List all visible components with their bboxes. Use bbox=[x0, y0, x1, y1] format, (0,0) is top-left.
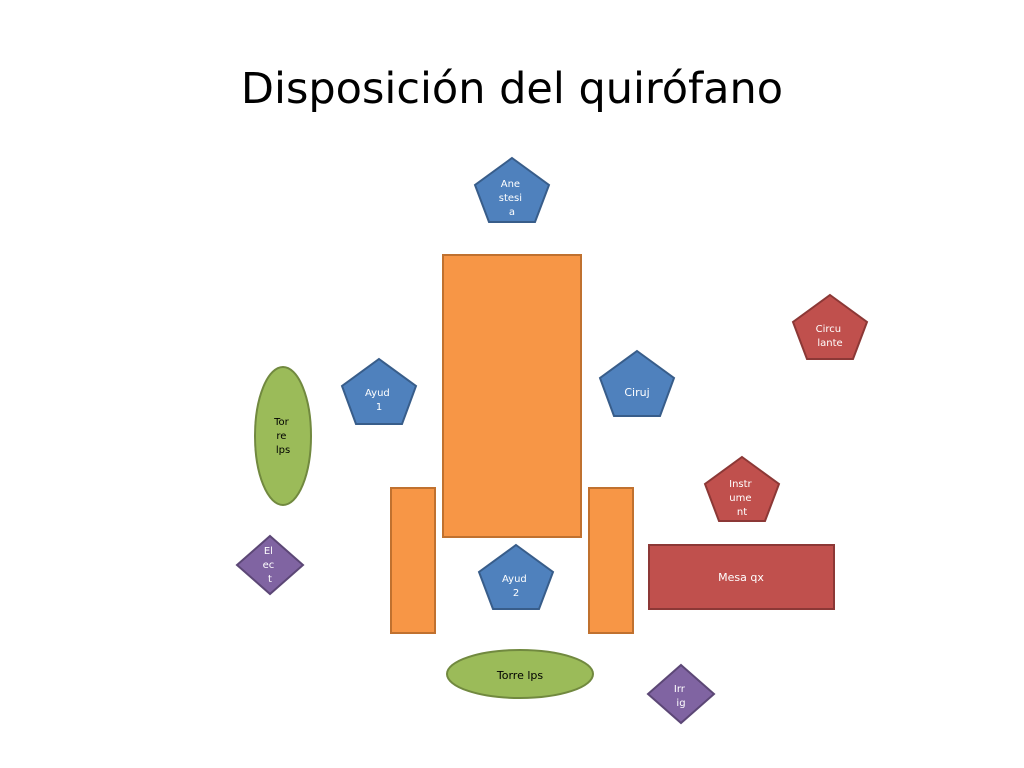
pentagon-icon bbox=[598, 349, 676, 417]
pentagon-icon bbox=[477, 543, 555, 610]
anestesia-station[interactable]: Ane stesi a bbox=[473, 156, 551, 223]
leg-support-left[interactable] bbox=[390, 487, 436, 634]
torre-lps-left-label: Tor re lps bbox=[273, 417, 292, 456]
ayudante-2-station[interactable]: Ayud 2 bbox=[477, 543, 555, 610]
pentagon-icon bbox=[791, 293, 869, 360]
operating-table[interactable] bbox=[442, 254, 582, 538]
ayudante-1-station[interactable]: Ayud 1 bbox=[340, 357, 418, 425]
page-title: Disposición del quirófano bbox=[240, 64, 784, 114]
diamond-icon bbox=[646, 663, 716, 725]
pentagon-icon bbox=[703, 455, 781, 522]
circulante-label: Circu lante bbox=[816, 324, 845, 349]
torre-lps-bottom[interactable]: Torre lps bbox=[446, 649, 594, 699]
circulante-station[interactable]: Circu lante bbox=[791, 293, 869, 360]
pentagon-icon bbox=[473, 156, 551, 223]
ayudante-2-label: Ayud 2 bbox=[502, 574, 530, 599]
irrigacion-label: Irr ig bbox=[674, 684, 688, 709]
electro-unit[interactable]: El ec t bbox=[235, 534, 305, 596]
ellipse-icon bbox=[254, 366, 312, 506]
anestesia-label: Ane stesi a bbox=[499, 179, 525, 218]
torre-lps-left[interactable]: Tor re lps bbox=[254, 366, 312, 506]
mesa-qx[interactable]: Mesa qx bbox=[648, 544, 835, 610]
torre-lps-bottom-label: Torre lps bbox=[496, 669, 543, 682]
leg-support-right[interactable] bbox=[588, 487, 634, 634]
diamond-icon bbox=[235, 534, 305, 596]
mesa-qx-label: Mesa qx bbox=[718, 571, 764, 584]
electro-label: El ec t bbox=[263, 546, 278, 585]
cirujano-label: Ciruj bbox=[624, 386, 649, 399]
instrumentista-station[interactable]: Instr ume nt bbox=[703, 455, 781, 522]
cirujano-station[interactable]: Ciruj bbox=[598, 349, 676, 417]
irrigacion-unit[interactable]: Irr ig bbox=[646, 663, 716, 725]
pentagon-icon bbox=[340, 357, 418, 425]
instrumentista-label: Instr ume nt bbox=[729, 479, 755, 518]
ellipse-icon bbox=[446, 649, 594, 699]
ayudante-1-label: Ayud 1 bbox=[365, 388, 393, 413]
